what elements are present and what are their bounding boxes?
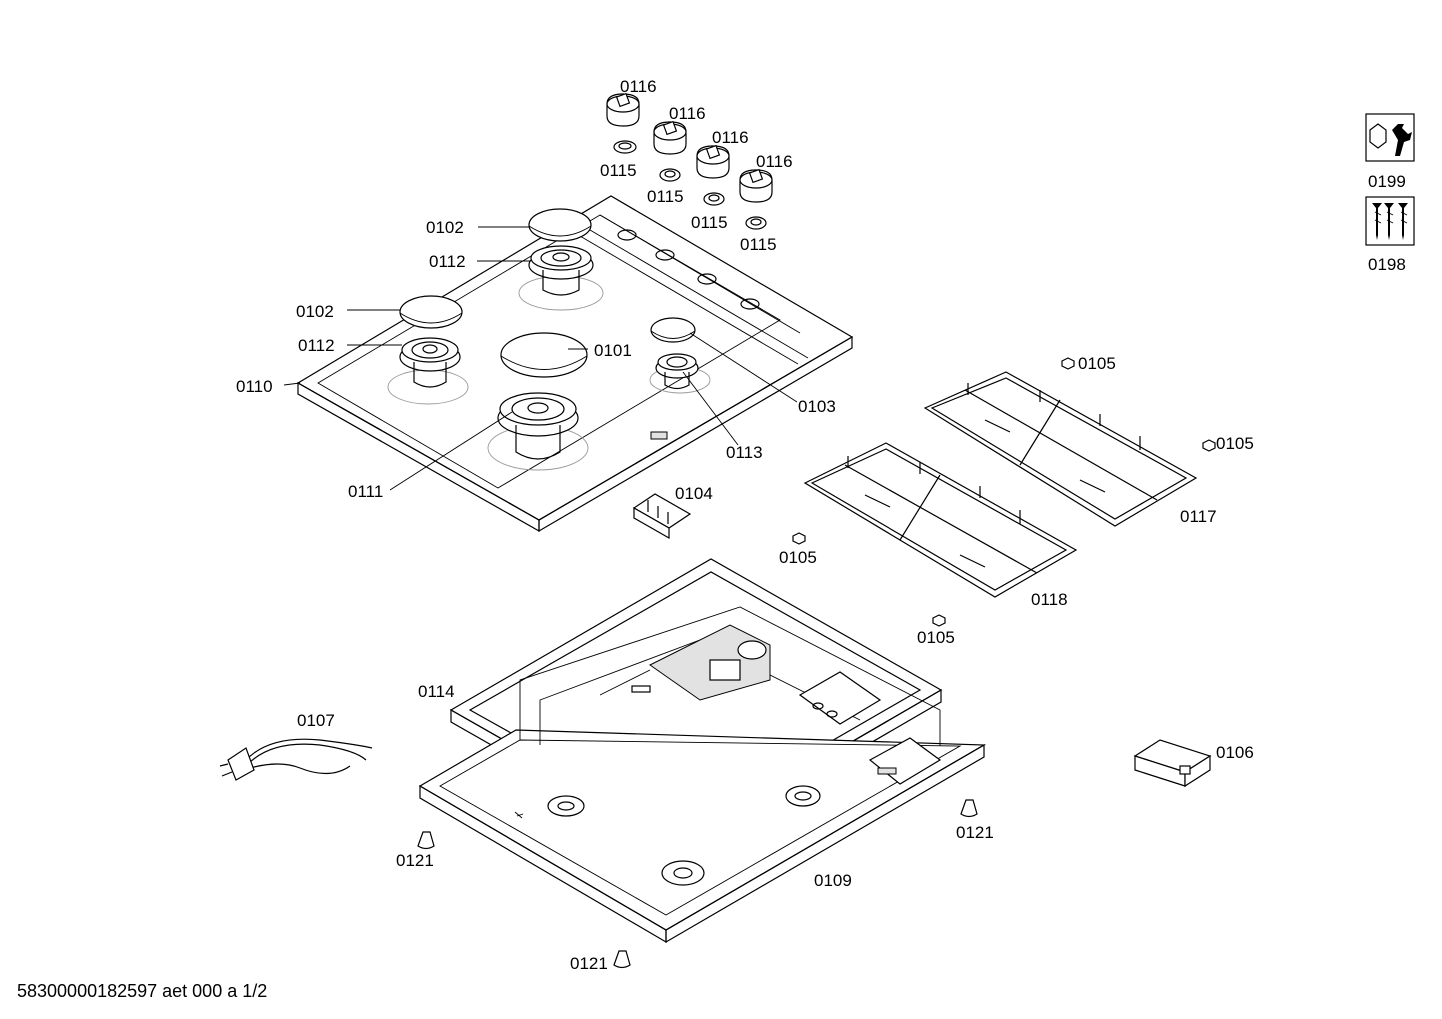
label-0199: 0199 — [1368, 172, 1406, 191]
knob-ring-2 — [659, 168, 681, 182]
label-0109: 0109 — [814, 871, 852, 890]
label-0101: 0101 — [594, 341, 632, 360]
label-0116-3: 0116 — [712, 128, 749, 147]
label-0116-4: 0116 — [756, 152, 793, 171]
pan-support-rear — [923, 371, 1198, 527]
screws-icon — [1365, 196, 1415, 246]
label-0104: 0104 — [675, 484, 713, 503]
control-knob-3 — [696, 144, 730, 179]
label-0121-2: 0121 — [396, 851, 434, 870]
burner-front-left — [399, 337, 461, 388]
label-0113: 0113 — [726, 443, 763, 462]
label-0105-1: 0105 — [1078, 354, 1116, 373]
control-knob-2 — [653, 120, 687, 155]
pan-support-front — [803, 442, 1078, 598]
rubber-foot-2 — [1202, 439, 1216, 452]
label-0103: 0103 — [798, 397, 836, 416]
burner-cap-0102-front — [399, 295, 463, 329]
label-0117: 0117 — [1180, 507, 1217, 526]
label-0111: 0111 — [348, 482, 383, 501]
label-0112-2: 0112 — [298, 336, 335, 355]
corner-foot-3 — [613, 950, 631, 969]
label-0115-2: 0115 — [647, 187, 684, 206]
control-knob-1 — [606, 92, 640, 127]
control-knob-4 — [739, 168, 773, 203]
label-0121-1: 0121 — [956, 823, 994, 842]
label-0102-2: 0102 — [296, 302, 334, 321]
burner-large-wok — [497, 392, 579, 460]
label-0107: 0107 — [297, 711, 335, 730]
rubber-foot-3 — [792, 532, 806, 545]
knob-ring-4 — [745, 216, 767, 230]
label-0105-3: 0105 — [779, 548, 817, 567]
burner-cap-0101 — [500, 332, 588, 378]
burner-cap-0103 — [650, 317, 696, 343]
label-0115-3: 0115 — [691, 213, 728, 232]
base-tray — [418, 606, 987, 944]
knob-ring-3 — [703, 192, 725, 206]
clamp-bracket — [632, 493, 692, 540]
label-0102-1: 0102 — [426, 218, 464, 237]
label-0116-2: 0116 — [669, 104, 706, 123]
label-0115-1: 0115 — [600, 161, 637, 180]
label-0106: 0106 — [1216, 743, 1254, 762]
corner-foot-1 — [417, 831, 435, 850]
label-0116-1: 0116 — [620, 77, 657, 96]
rubber-foot-1 — [1061, 357, 1075, 370]
wrench-tool-icon — [1365, 113, 1415, 162]
label-0114: 0114 — [418, 682, 455, 701]
knob-ring-1 — [613, 140, 637, 154]
label-0198: 0198 — [1368, 255, 1406, 274]
part-labels: 0116 0116 0116 0116 0115 0115 0115 0115 … — [236, 77, 1406, 973]
label-0105-4: 0105 — [917, 628, 955, 647]
connection-box — [1133, 739, 1212, 788]
leader-lines — [283, 226, 798, 491]
burner-small — [655, 353, 699, 390]
document-reference: 58300000182597 aet 000 a 1/2 — [17, 981, 268, 1001]
label-0110: 0110 — [236, 377, 273, 396]
label-0118: 0118 — [1031, 590, 1068, 609]
burner-rear-left — [528, 245, 594, 296]
label-0112-1: 0112 — [429, 252, 466, 271]
label-0121-3: 0121 — [570, 954, 608, 973]
rubber-foot-4 — [932, 614, 946, 627]
corner-foot-2 — [960, 799, 978, 818]
power-cord — [219, 738, 373, 781]
burner-cap-0102-rear — [528, 208, 592, 242]
label-0105-2: 0105 — [1216, 434, 1254, 453]
label-0115-4: 0115 — [740, 235, 777, 254]
